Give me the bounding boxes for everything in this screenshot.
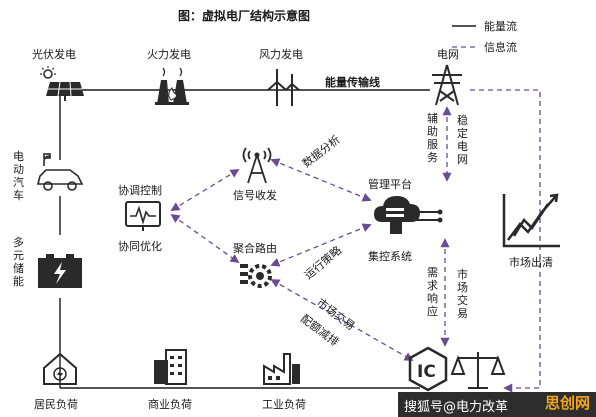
battery-icon <box>38 254 82 288</box>
demand-response-label: 需求响应 <box>427 266 438 318</box>
monitor-icon <box>125 201 161 231</box>
cloud-server-icon <box>374 196 443 234</box>
thermal-plant-icon <box>155 67 189 105</box>
stabilize-grid-label: 稳定电网 <box>457 114 468 166</box>
energy-flow-lines <box>59 89 430 389</box>
market-clearing-label: 市场出清 <box>509 256 553 269</box>
router-gear-icon <box>240 264 272 288</box>
storage-label: 多元储能 <box>13 236 24 288</box>
signal-label: 信号收发 <box>233 189 277 202</box>
house-icon <box>43 352 77 385</box>
rising-chart-icon <box>502 193 560 248</box>
wind-label: 风力发电 <box>259 48 303 61</box>
svg-text:IC: IC <box>417 362 436 382</box>
market-trading-label-2: 市场交易 <box>457 268 468 320</box>
footer-bar <box>398 392 596 417</box>
solar-panel-icon <box>40 66 84 101</box>
commercial-label: 商业负荷 <box>148 398 192 411</box>
transmission-line-label: 能量传输线 <box>325 76 380 89</box>
central-control-label: 集控系统 <box>368 250 412 263</box>
aux-service-label: 辅助服务 <box>427 112 438 164</box>
coordination-optimize-label: 协同优化 <box>118 240 162 253</box>
platform-label: 管理平台 <box>368 178 412 191</box>
info-flow-lines <box>170 89 541 393</box>
electric-car-icon <box>36 153 84 191</box>
brand-logo: 思创网 <box>544 394 590 412</box>
legend-energy-label: 能量流 <box>484 20 517 33</box>
residential-label: 居民负荷 <box>34 398 78 411</box>
power-tower-icon <box>432 64 462 106</box>
legend-info-label: 信息流 <box>484 41 517 54</box>
router-label: 聚合路由 <box>233 242 277 255</box>
industrial-label: 工业负荷 <box>262 398 306 411</box>
office-building-icon <box>154 349 187 385</box>
wind-turbine-icon <box>267 69 300 106</box>
watermark: 搜狐号@电力改革 <box>404 400 509 415</box>
ev-label: 电动汽车 <box>13 150 24 202</box>
factory-icon <box>263 353 300 385</box>
diagram-title: 图：虚拟电厂结构示意图 <box>178 9 311 23</box>
ic-balance-icon: IC <box>408 346 506 392</box>
solar-label: 光伏发电 <box>32 48 76 61</box>
thermal-label: 火力发电 <box>147 48 191 61</box>
coordination-control-label: 协调控制 <box>118 184 162 197</box>
grid-label: 电网 <box>437 48 459 61</box>
antenna-icon <box>242 147 272 184</box>
